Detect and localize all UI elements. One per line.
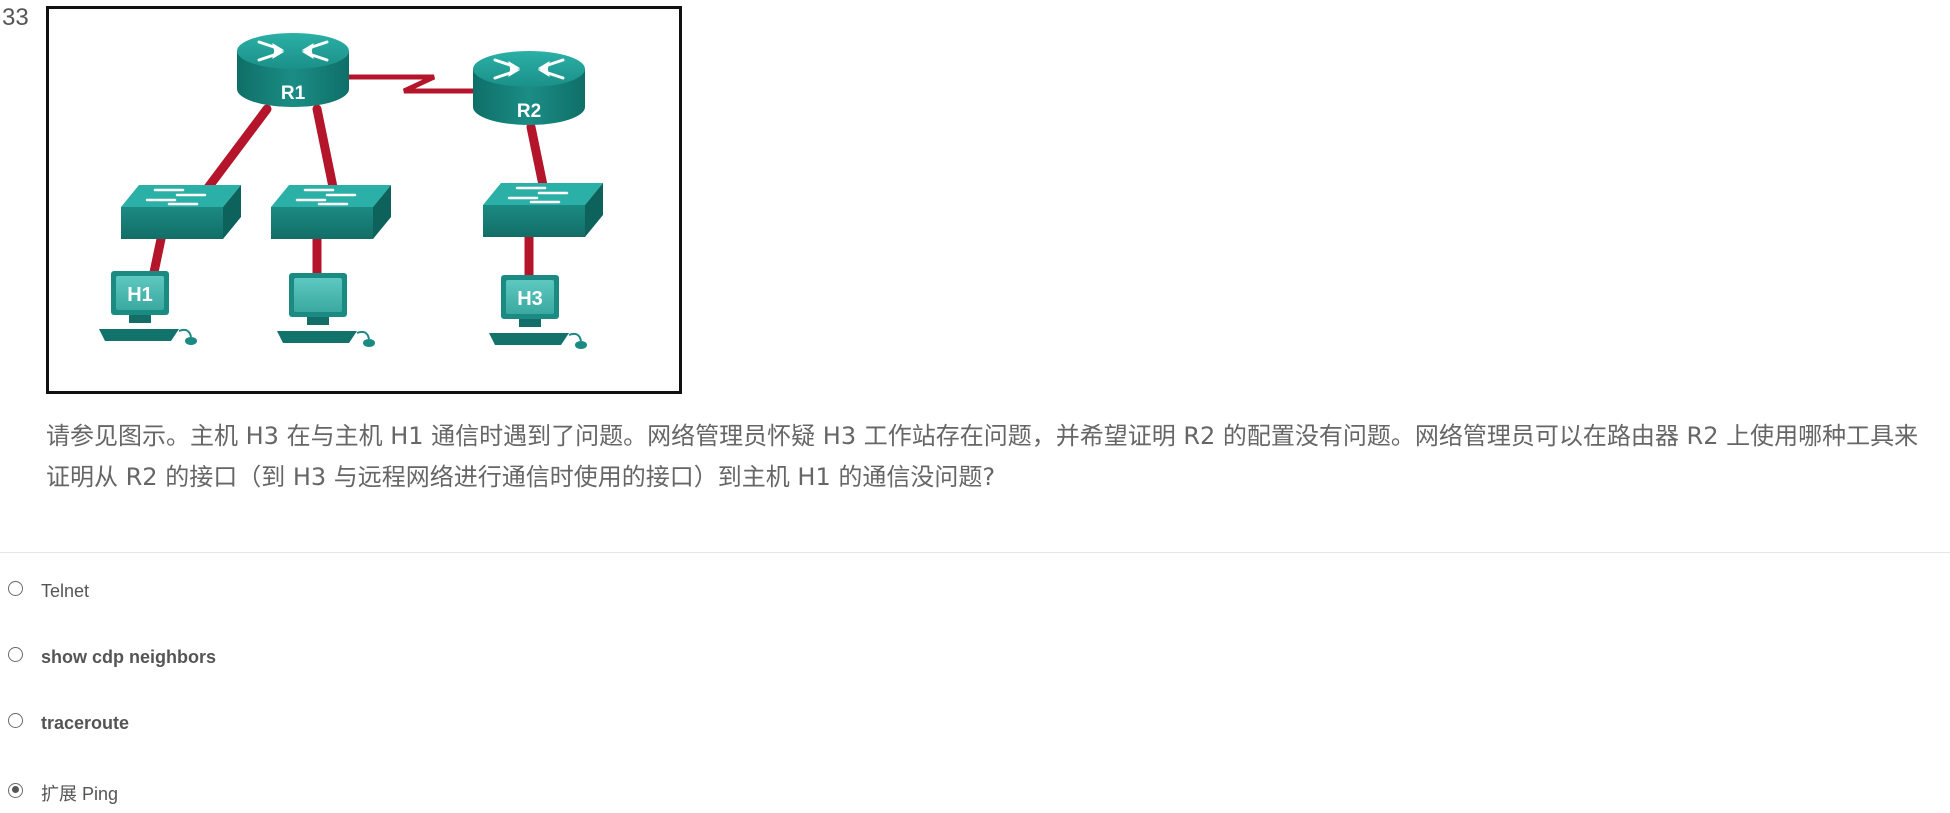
question-text: 请参见图示。主机 H3 在与主机 H1 通信时遇到了问题。网络管理员怀疑 H3 … — [46, 422, 1919, 491]
router-r1-icon: R1 — [237, 33, 349, 107]
network-links — [148, 74, 550, 284]
option-label: show cdp neighbors — [41, 647, 217, 667]
divider — [0, 552, 1950, 553]
radio-button-icon[interactable] — [8, 581, 23, 596]
link-r1-sw2 — [312, 104, 340, 202]
switch-1-icon — [121, 185, 241, 239]
radio-button-icon[interactable] — [8, 713, 23, 728]
host-unlabeled-icon — [277, 273, 375, 347]
option-label: 扩展 Ping — [41, 784, 119, 804]
network-exhibit: R1 R2 — [46, 6, 682, 394]
link-r1-sw1 — [196, 104, 272, 202]
question-number: 33 — [2, 4, 29, 31]
router-r2-icon: R2 — [473, 51, 585, 125]
radio-button-icon[interactable] — [8, 647, 23, 662]
host-h3-icon: H3 — [489, 275, 587, 349]
option-label: Telnet — [41, 581, 90, 601]
option-telnet[interactable]: Telnet — [8, 578, 90, 601]
option-extended-ping[interactable]: 扩展 Ping — [8, 777, 119, 804]
option-show-cdp-neighbors[interactable]: show cdp neighbors — [8, 644, 217, 667]
switch-3-icon — [483, 183, 603, 237]
link-sw1-h1 — [148, 234, 166, 282]
option-traceroute[interactable]: traceroute — [8, 710, 130, 733]
option-label: traceroute — [41, 713, 130, 733]
host-h1-label: H1 — [127, 284, 153, 306]
host-h3-label: H3 — [517, 288, 543, 310]
switch-2-icon — [271, 185, 391, 239]
host-h1-icon: H1 — [99, 271, 197, 345]
router-r1-label: R1 — [281, 83, 306, 104]
serial-link-icon — [346, 74, 482, 94]
radio-button-selected-icon[interactable] — [8, 782, 23, 798]
router-r2-label: R2 — [517, 101, 541, 122]
